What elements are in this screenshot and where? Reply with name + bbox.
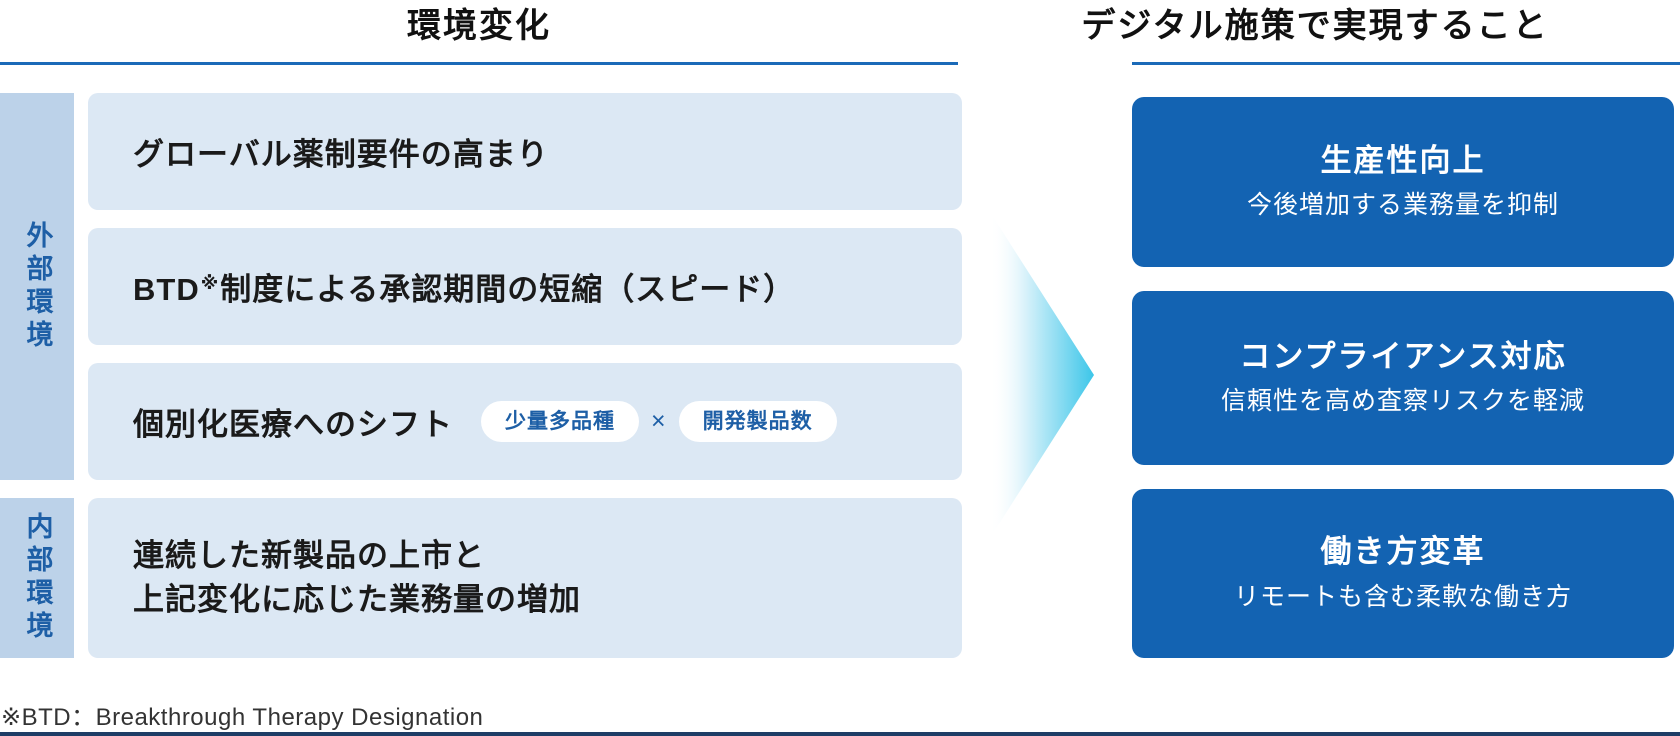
env-row-btd: BTD※制度による承認期間の短縮（スピード） <box>88 228 962 345</box>
internal-environment-label: 内部環境 <box>22 512 53 644</box>
env-row-personalized-medicine: 個別化医療へのシフト 少量多品種 × 開発製品数 <box>88 363 962 480</box>
env-row-global-regulations: グローバル薬制要件の高まり <box>88 93 962 210</box>
external-environment-sidebar: 外部環境 <box>0 93 74 480</box>
left-column-title: 環境変化 <box>407 7 551 45</box>
card-subtitle: 今後増加する業務量を抑制 <box>1246 191 1559 220</box>
card-title: 働き方変革 <box>1320 534 1486 570</box>
digital-card-compliance: コンプライアンス対応 信頼性を高め査察リスクを軽減 <box>1132 291 1674 465</box>
env-row-text: 個別化医療へのシフト <box>133 407 453 442</box>
card-subtitle: 信頼性を高め査察リスクを軽減 <box>1220 387 1585 416</box>
env-row-text: BTD※制度による承認期間の短縮（スピード） <box>133 272 796 307</box>
internal-environment-sidebar: 内部環境 <box>0 498 74 658</box>
digital-card-productivity: 生産性向上 今後増加する業務量を抑制 <box>1132 97 1674 267</box>
badge-product-count: 開発製品数 <box>678 400 837 443</box>
digital-card-workstyle: 働き方変革 リモートも含む柔軟な働き方 <box>1132 489 1674 658</box>
env-row-new-products: 連続した新製品の上市と 上記変化に応じた業務量の増加 <box>88 498 962 658</box>
env-row-text: 連続した新製品の上市と 上記変化に応じた業務量の増加 <box>133 537 581 617</box>
bottom-border-bar <box>0 732 1680 736</box>
card-subtitle: リモートも含む柔軟な働き方 <box>1233 582 1572 611</box>
btd-footnote-marker: ※ <box>200 272 220 293</box>
right-column-title: デジタル施策で実現すること <box>1081 7 1549 45</box>
btd-footnote: ※BTD：Breakthrough Therapy Designation <box>1 704 484 731</box>
right-title-underline <box>1132 62 1680 65</box>
left-title-underline <box>0 62 958 65</box>
badge-group: 少量多品種 × 開発製品数 <box>481 400 837 443</box>
badge-small-lot: 少量多品種 <box>481 400 639 443</box>
card-title: 生産性向上 <box>1320 142 1486 178</box>
env-row-text: グローバル薬制要件の高まり <box>133 137 549 172</box>
card-title: コンプライアンス対応 <box>1239 338 1567 374</box>
flow-arrow-icon <box>990 212 1094 538</box>
multiply-icon: × <box>651 407 667 435</box>
external-environment-label: 外部環境 <box>22 220 53 353</box>
